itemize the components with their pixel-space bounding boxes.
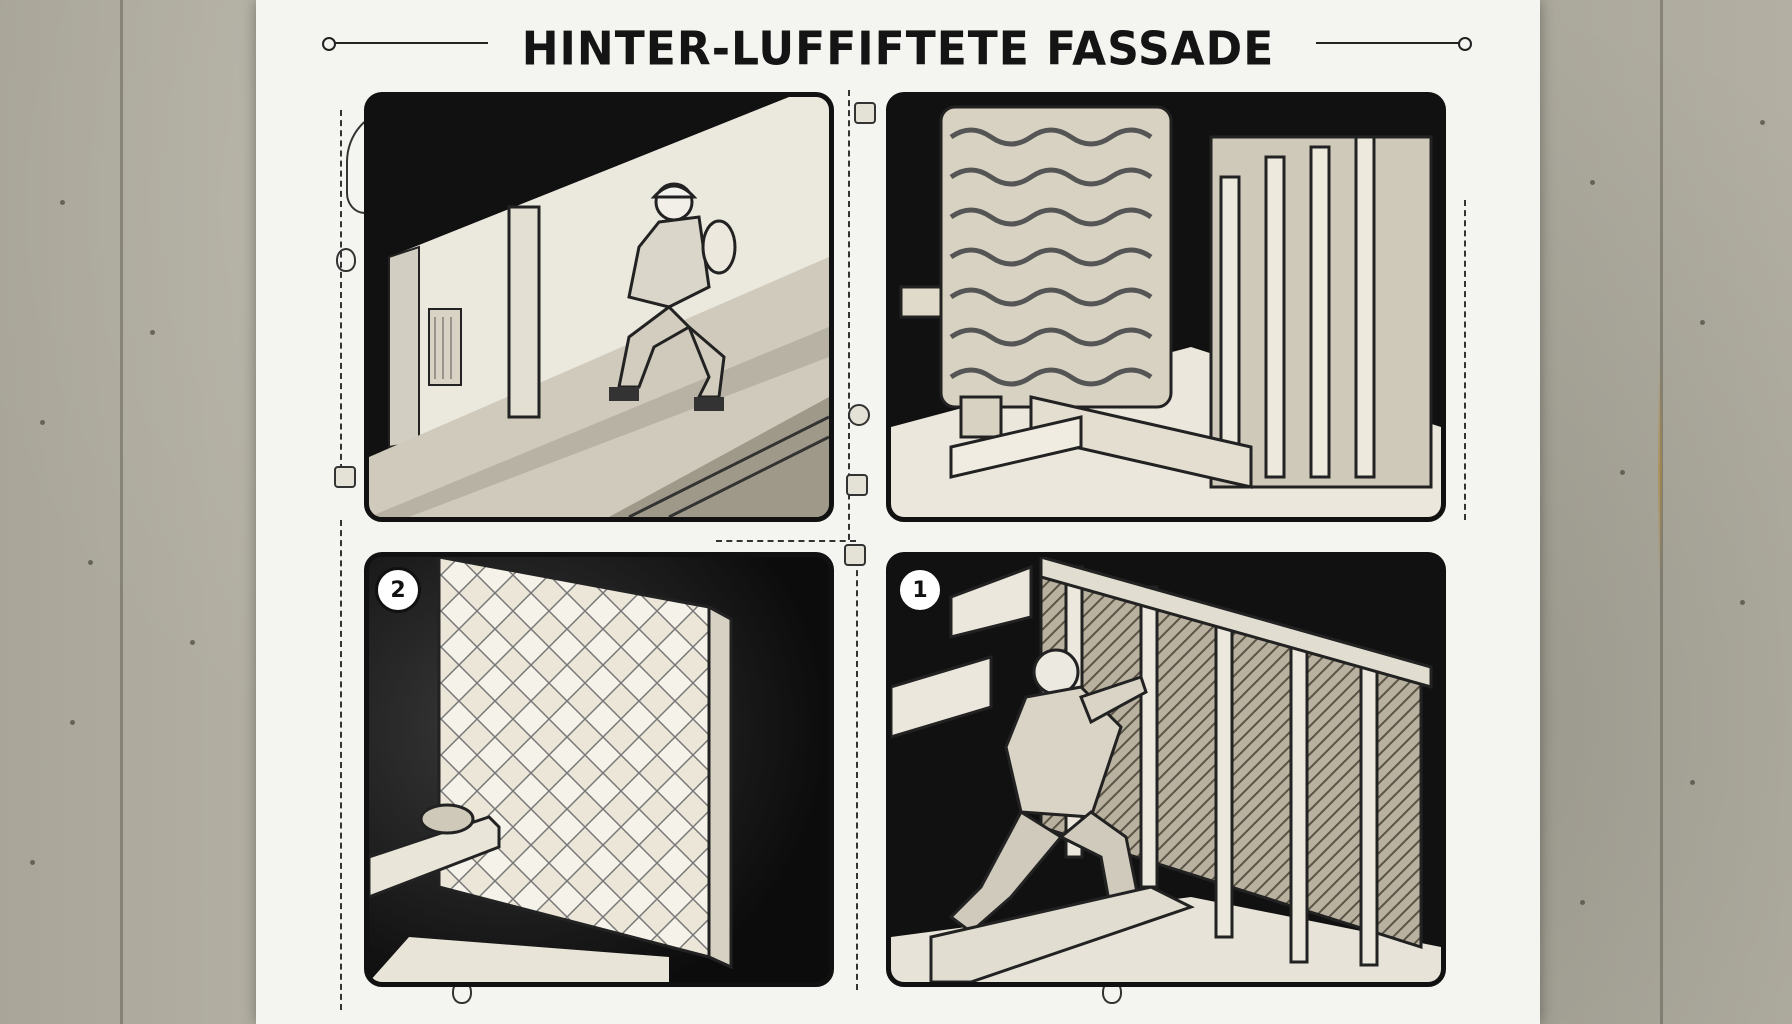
wall-hole	[40, 420, 45, 425]
guide-line	[1464, 200, 1466, 520]
drop-icon	[336, 248, 356, 272]
illustration-batten-installation	[891, 557, 1441, 982]
guide-line	[340, 520, 342, 1010]
step-marker-icon	[854, 102, 876, 124]
title-rule-left	[322, 37, 488, 51]
wall-hole	[1740, 600, 1745, 605]
wall-hole	[190, 640, 195, 645]
guide-line	[848, 90, 850, 550]
wall-hole	[1760, 120, 1765, 125]
guide-line	[856, 560, 858, 990]
illustration-quilted-panel	[369, 557, 829, 982]
wall-hole	[1590, 180, 1595, 185]
title-rule-right	[1316, 37, 1472, 51]
step-marker-icon	[846, 474, 868, 496]
step-number-badge: 2	[375, 567, 421, 613]
illustration-wall-batten	[369, 97, 829, 517]
wall-hole	[150, 330, 155, 335]
guide-line	[340, 110, 342, 470]
panel-top-left	[364, 92, 834, 522]
wall-hole	[70, 720, 75, 725]
panel-top-right	[886, 92, 1446, 522]
wall-hole	[30, 860, 35, 865]
panel-bottom-left: 2	[364, 552, 834, 987]
guide-line	[716, 540, 856, 542]
poster-title: HINTER-LUFFIFTETE FASSADE	[521, 22, 1275, 77]
panel-bottom-right: 1	[886, 552, 1446, 987]
wall-hole	[88, 560, 93, 565]
poster: HINTER-LUFFIFTETE FASSADE	[256, 0, 1540, 1024]
wall-seam	[120, 0, 123, 1024]
step-marker-icon	[334, 466, 356, 488]
rust-streak	[1658, 360, 1662, 580]
wall-hole	[1690, 780, 1695, 785]
title-row: HINTER-LUFFIFTETE FASSADE	[256, 20, 1540, 90]
step-marker-icon	[844, 544, 866, 566]
step-marker-icon	[848, 404, 870, 426]
wall-hole	[1580, 900, 1585, 905]
wall-hole	[1620, 470, 1625, 475]
wall-hole	[60, 200, 65, 205]
step-number-badge: 1	[897, 567, 943, 613]
illustration-insulation-layer	[891, 97, 1441, 517]
wall-hole	[1700, 320, 1705, 325]
